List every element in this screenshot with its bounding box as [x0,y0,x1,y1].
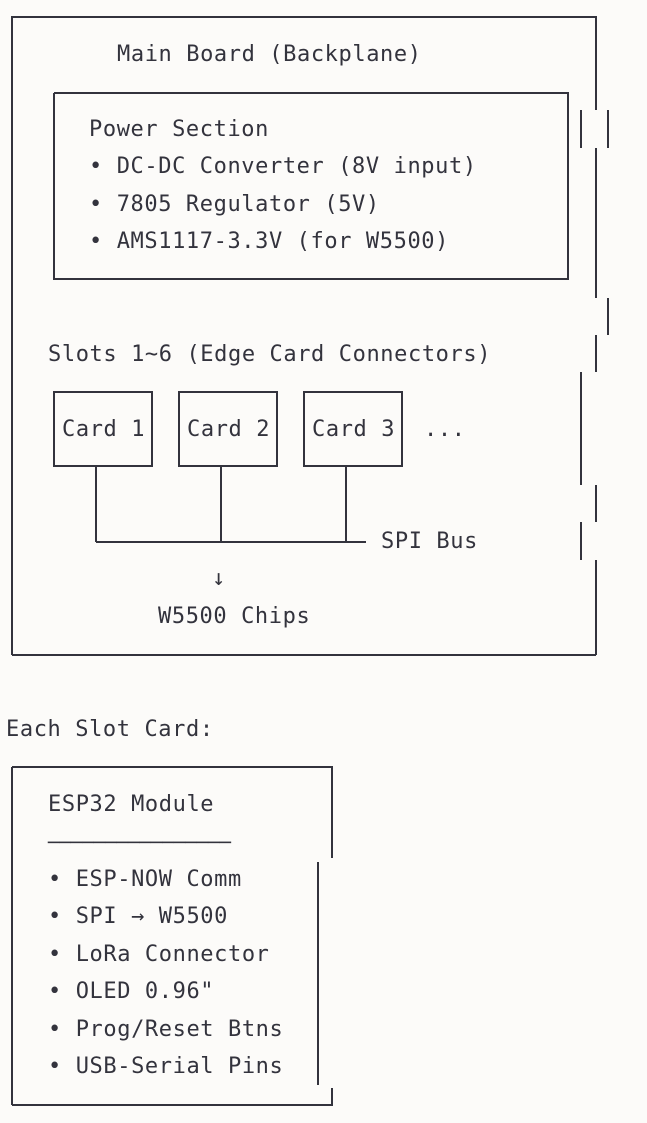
power-section-title: Power Section [89,117,269,142]
down-arrow-icon: ↓ [212,566,226,591]
power-item-ams1117: • AMS1117-3.3V (for W5500) [89,229,449,254]
card-2-frame [178,391,278,467]
power-item-dcdc: • DC-DC Converter (8V input) [89,154,477,179]
main-board-title: Main Board (Backplane) [117,42,422,67]
slot-item-usb-serial: • USB-Serial Pins [48,1054,284,1079]
slot-card-heading: Each Slot Card: [6,717,214,742]
slot-item-espnow: • ESP-NOW Comm [48,867,242,892]
card-1-label: Card 1 [62,417,146,442]
power-item-7805: • 7805 Regulator (5V) [89,192,380,217]
slot-card-frame-bottom [12,1088,333,1106]
card-3-frame [303,391,403,467]
esp32-module-title: ESP32 Module [48,792,215,817]
slot-item-spi: • SPI → W5500 [48,904,228,929]
card-1-frame [53,391,153,467]
slots-label: Slots 1~6 (Edge Card Connectors) [48,342,492,367]
spi-bus-label: SPI Bus [381,529,478,554]
more-cards-ellipsis: ... [424,417,466,442]
card-2-label: Card 2 [187,417,271,442]
w5500-chips-label: W5500 Chips [158,604,311,629]
slot-item-buttons: • Prog/Reset Btns [48,1017,284,1042]
module-divider: ──────────────── [48,832,232,854]
slot-card-frame-top [12,766,333,858]
slot-item-lora: • LoRa Connector [48,942,270,967]
slot-item-oled: • OLED 0.96" [48,979,215,1004]
card-3-label: Card 3 [312,417,396,442]
power-section-frame [53,92,569,280]
